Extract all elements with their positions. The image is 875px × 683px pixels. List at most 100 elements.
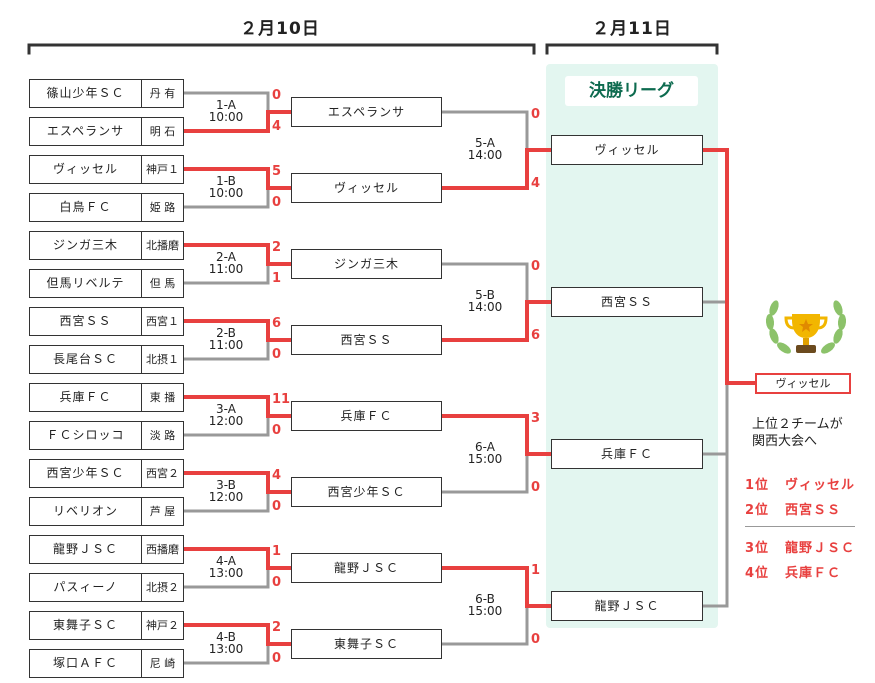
league-team-box: 龍野ＪＳＣ: [551, 591, 703, 621]
score: 6: [272, 316, 282, 331]
match-time: 10:00: [208, 110, 244, 124]
team-name: 塚口ＡＦＣ: [30, 650, 142, 677]
match-time: 13:00: [208, 642, 244, 656]
rank-place: 2位: [745, 503, 770, 518]
ranking-item: 2位西宮ＳＳ: [745, 499, 841, 518]
team-name: ヴィッセル: [30, 156, 142, 183]
team-region: 尼 崎: [149, 657, 176, 670]
score: 0: [272, 88, 282, 103]
team-name: 西宮ＳＳ: [30, 308, 142, 335]
team-region: 但 馬: [149, 277, 176, 290]
team-box: 東舞子ＳＣ 神戸２: [29, 611, 184, 640]
team-region: 神戸２: [146, 619, 179, 632]
score: 0: [531, 107, 541, 122]
match-time: 11:00: [208, 262, 244, 276]
team-box: リベリオン芦 屋: [29, 497, 184, 526]
match-id: 5-A: [475, 136, 495, 150]
score: 1: [531, 563, 541, 578]
team-region: 神戸１: [146, 163, 179, 176]
score: 1: [272, 271, 282, 286]
trophy-icon: [765, 300, 847, 354]
team-name: 篠山少年ＳＣ: [30, 80, 142, 107]
score: 3: [531, 411, 541, 426]
rank-team: 龍野ＪＳＣ: [785, 541, 856, 556]
match-id: 2-B: [216, 326, 236, 340]
team-box: 西宮ＳＳ 西宮１: [29, 307, 184, 336]
score: 0: [272, 347, 282, 362]
league-team-box: 兵庫ＦＣ: [551, 439, 703, 469]
team-region: 西宮１: [146, 315, 179, 328]
team-name: 長尾台ＳＣ: [30, 346, 142, 373]
round2-team-box: 龍野ＪＳＣ: [291, 553, 442, 583]
score: 0: [531, 480, 541, 495]
rank-team: 西宮ＳＳ: [785, 503, 842, 518]
rank-team: ヴィッセル: [785, 478, 856, 493]
score: 2: [272, 240, 282, 255]
team-name: エスペランサ: [30, 118, 142, 145]
score: 0: [272, 195, 282, 210]
day2-header: ２月11日: [592, 19, 672, 39]
match-id: 5-B: [475, 288, 495, 302]
score: 0: [531, 259, 541, 274]
ranking-item: 3位龍野ＪＳＣ: [745, 537, 855, 556]
team-box: 篠山少年ＳＣ 丹 有: [29, 79, 184, 108]
team-box: エスペランサ明 石: [29, 117, 184, 146]
team-box: 西宮少年ＳＣ 西宮２: [29, 459, 184, 488]
score: 0: [272, 651, 282, 666]
note-line: 上位２チームが: [752, 417, 843, 432]
team-region: 芦 屋: [149, 505, 176, 518]
team-name: 東舞子ＳＣ: [30, 612, 142, 639]
score: 11: [272, 392, 291, 407]
match-time: 14:00: [467, 300, 503, 314]
ranking-item: 4位兵庫ＦＣ: [745, 562, 841, 581]
team-region: 北播磨: [146, 239, 179, 252]
match-id: 3-A: [216, 402, 236, 416]
match-time: 11:00: [208, 338, 244, 352]
team-region: 丹 有: [149, 87, 176, 100]
team-name: 西宮少年ＳＣ: [30, 460, 142, 487]
team-box: ジンガ三木北播磨: [29, 231, 184, 260]
match-time: 10:00: [208, 186, 244, 200]
champion-box: ヴィッセル: [755, 373, 851, 394]
match-time: 12:00: [208, 490, 244, 504]
team-region: 明 石: [149, 125, 176, 138]
score: 4: [272, 468, 282, 483]
team-name: パスィーノ: [30, 574, 142, 601]
score: 0: [272, 499, 282, 514]
team-name: 但馬リベルテ: [30, 270, 142, 297]
ranking-divider: [745, 526, 855, 527]
score: 5: [272, 164, 282, 179]
score: 0: [272, 575, 282, 590]
rank-place: 1位: [745, 478, 770, 493]
qualification-note: 上位２チームが 関西大会へ: [752, 416, 843, 450]
team-name: 兵庫ＦＣ: [30, 384, 142, 411]
team-box: 但馬リベルテ但 馬: [29, 269, 184, 298]
match-time: 13:00: [208, 566, 244, 580]
team-box: パスィーノ北摂２: [29, 573, 184, 602]
ranking-item: 1位ヴィッセル: [745, 474, 855, 493]
final-league-title: 決勝リーグ: [565, 76, 698, 106]
league-team-box: ヴィッセル: [551, 135, 703, 165]
rank-place: 3位: [745, 541, 770, 556]
league-team-box: 西宮ＳＳ: [551, 287, 703, 317]
round2-team-box: エスペランサ: [291, 97, 442, 127]
note-line: 関西大会へ: [752, 434, 818, 449]
team-name: リベリオン: [30, 498, 142, 525]
match-time: 12:00: [208, 414, 244, 428]
score: 6: [531, 328, 541, 343]
team-region: 西宮２: [146, 467, 179, 480]
team-box: 塚口ＡＦＣ 尼 崎: [29, 649, 184, 678]
rank-place: 4位: [745, 566, 770, 581]
